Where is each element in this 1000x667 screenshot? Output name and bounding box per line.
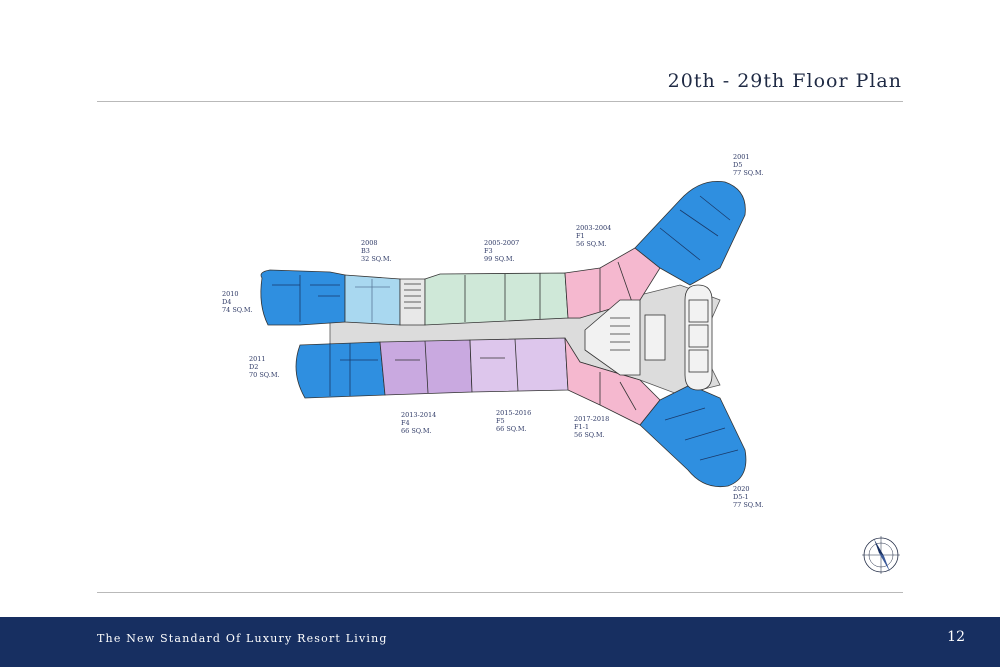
lift-lobby [684, 284, 713, 391]
unit-2001 [634, 181, 746, 286]
footer-bar: The New Standard Of Luxury Resort Living… [0, 617, 1000, 667]
bottom-divider [97, 592, 903, 593]
unit-2008 [344, 274, 401, 326]
stair-core-left [399, 278, 426, 326]
footer-tagline: The New Standard Of Luxury Resort Living [97, 632, 388, 645]
top-divider [97, 101, 903, 102]
page-title: 20th - 29th Floor Plan [667, 70, 902, 92]
north-arrow-icon [862, 536, 900, 574]
unit-2020 [639, 384, 747, 488]
unit-2015-2016 [469, 337, 569, 393]
unit-2013-2014 [379, 339, 473, 396]
central-core [584, 299, 666, 376]
unit-2010 [260, 269, 346, 326]
page-number: 12 [947, 629, 965, 645]
unit-2011 [295, 341, 386, 399]
unit-2005-2007 [424, 272, 569, 326]
